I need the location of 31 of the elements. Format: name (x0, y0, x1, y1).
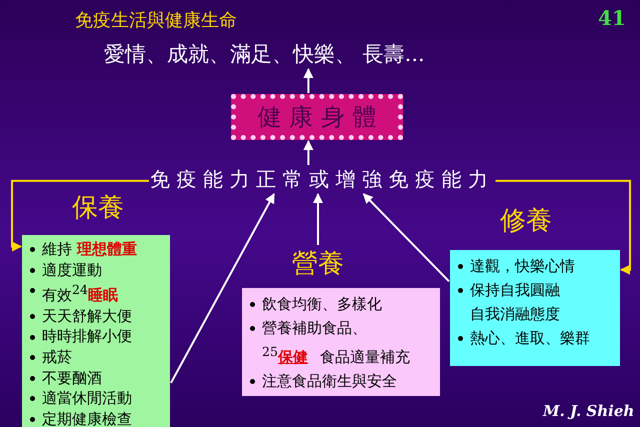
section-heading: 保養 (72, 192, 124, 225)
list-item: 戒菸 (42, 346, 73, 368)
list-item: 維持 理想體重 (42, 239, 138, 260)
list-item: 營養補助食品、$^{25}$保健食品適量補充 (262, 318, 411, 368)
result-text: 愛情、成就、滿足、快樂、 長壽... (104, 40, 425, 68)
list-item: 適當休閒活動 (42, 388, 133, 409)
arrow (303, 68, 314, 93)
arrow (303, 140, 314, 165)
list-item: 熱心、進取、樂群 (470, 328, 591, 349)
section-heading: 修養 (500, 205, 552, 238)
arrow (11, 180, 149, 252)
list-item: 天天舒解大便 (42, 306, 133, 326)
arrow (496, 180, 631, 275)
slide-title: 免疫生活與健康生命 (75, 9, 237, 32)
list-item: 注意食品衛生與安全 (262, 371, 398, 392)
arrow (313, 193, 323, 245)
list-item: 飲食均衡、多樣化 (262, 294, 383, 315)
list-item: 有效$^{24}$睡眠 (42, 281, 119, 306)
center-text: 免疫能力正常或增強免疫能力 (150, 166, 494, 193)
arrow (170, 193, 275, 384)
arrow (362, 193, 450, 282)
list-item: 保持自我圓融自我消融態度 (470, 280, 561, 325)
author-name: M. J. Shieh (543, 402, 634, 420)
list-item: 適度運動 (42, 260, 103, 280)
page-number: 41 (598, 6, 626, 30)
list-item: 時時排解小便 (42, 326, 133, 347)
list-item: 定期健康檢查 (42, 408, 133, 427)
highlight-box: 健 康 身 體 (231, 94, 403, 140)
list-item: 達觀，快樂心情 (470, 256, 576, 277)
section-heading: 營養 (292, 248, 344, 281)
list-item: 不要酗酒 (42, 368, 103, 388)
